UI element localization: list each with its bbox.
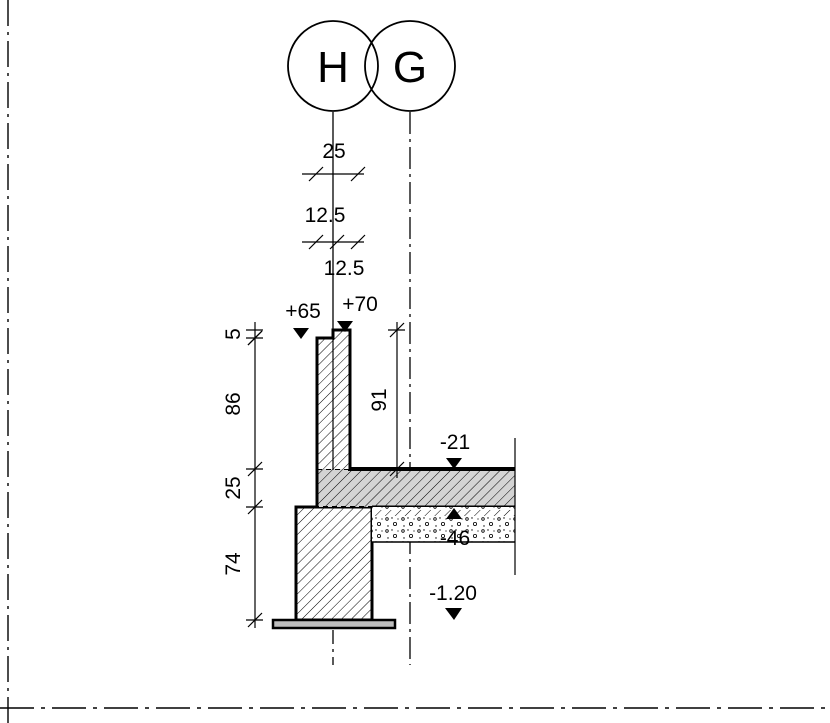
level-marker-minus120	[445, 608, 462, 620]
axis-h-bubble	[287, 20, 379, 112]
top-dimension-lines	[302, 166, 366, 250]
level-marker-minus21	[446, 458, 462, 469]
level-plus65: +65	[285, 300, 321, 323]
axis-g-bubble	[364, 20, 456, 112]
axis-g-label: G	[393, 43, 427, 92]
dim-74: 74	[222, 552, 245, 576]
level-minus120: -1.20	[429, 582, 477, 605]
dim-91: 91	[368, 388, 391, 411]
floor-slab	[317, 469, 515, 507]
dim-5: 5	[222, 328, 245, 340]
level-marker-plus65	[293, 328, 309, 339]
level-marker-plus70	[337, 321, 353, 332]
dim-half-a: 12.5	[305, 204, 346, 227]
dim-25: 25	[222, 476, 245, 499]
footing-block	[294, 505, 374, 622]
level-minus46: -46	[440, 527, 470, 550]
dim-wall-thickness: 25	[322, 140, 345, 163]
base-plate	[271, 618, 397, 630]
upper-wall-outline	[315, 328, 352, 507]
axis-h-label: H	[317, 43, 349, 92]
dim-half-b: 12.5	[324, 257, 365, 280]
dim-86: 86	[222, 392, 245, 415]
gravel-hatch-strip	[372, 510, 515, 516]
right-vertical-dimension	[388, 322, 405, 478]
level-plus70: +70	[342, 293, 378, 316]
left-vertical-dimension	[246, 322, 263, 628]
level-minus21: -21	[440, 431, 470, 454]
level-marker-minus46	[446, 508, 462, 519]
